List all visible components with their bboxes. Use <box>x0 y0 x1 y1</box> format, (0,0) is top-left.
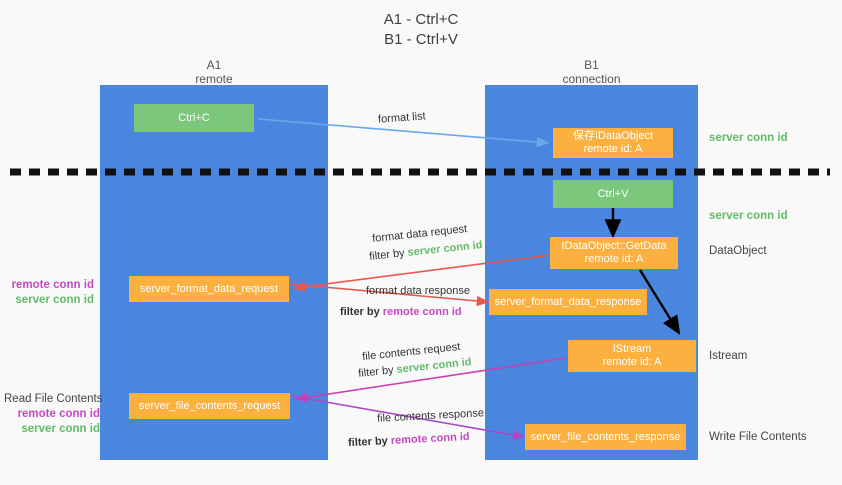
edge-label-format-data-response: format data response <box>366 285 470 297</box>
edge-filter-file-contents-response-prefix: filter by <box>347 434 392 450</box>
edge-filter-format-data-request-prefix: filter by <box>368 246 409 263</box>
right-label-istream: Istream <box>709 350 748 362</box>
edge-filter-file-contents-response-tag: remote conn id <box>390 430 470 447</box>
node-istream[interactable]: IStream remote id: A <box>568 340 696 372</box>
node-server-file-contents-response-label: server_file_contents_response <box>530 430 681 443</box>
right-label-server-conn-id-1: server conn id <box>709 132 788 144</box>
edge-filter-format-data-request-tag: server conn id <box>406 239 484 259</box>
node-server-format-data-request[interactable]: server_format_data_request <box>129 276 289 302</box>
node-ctrl-v-label: Ctrl+V <box>597 187 629 200</box>
node-save-dataobject-line2: remote id: A <box>583 143 643 155</box>
lane-title-a1: A1 remote <box>195 58 233 86</box>
left-label-read-remote-conn-id: remote conn id <box>17 408 100 420</box>
node-server-format-data-response[interactable]: server_format_data_response <box>489 289 647 315</box>
node-getdata[interactable]: IDataObject::GetData remote id: A <box>550 237 678 269</box>
left-label-read-file-contents-block: Read File Contents remote conn id server… <box>4 392 103 437</box>
right-label-server-conn-id-2: server conn id <box>709 210 788 222</box>
edge-filter-format-data-response-prefix: filter by <box>340 306 383 318</box>
edge-label-format-data-response-text: format data response <box>366 285 470 297</box>
node-server-file-contents-request[interactable]: server_file_contents_request <box>129 393 290 419</box>
left-label-format-server-conn-id: server conn id <box>15 294 94 306</box>
edge-filter-format-data-response: filter by remote conn id <box>340 306 462 318</box>
edge-filter-format-data-response-tag: remote conn id <box>382 306 462 318</box>
node-server-format-data-request-label: server_format_data_request <box>139 282 279 295</box>
left-label-format-conn-ids: remote conn id server conn id <box>8 278 94 308</box>
edge-filter-file-contents-request-prefix: filter by <box>357 363 398 380</box>
node-getdata-line1: IDataObject::GetData <box>561 240 667 252</box>
node-server-file-contents-request-label: server_file_contents_request <box>138 399 281 412</box>
lane-title-b1: B1 connection <box>562 58 621 86</box>
node-server-file-contents-response[interactable]: server_file_contents_response <box>525 424 686 450</box>
right-label-dataobject: DataObject <box>709 245 767 257</box>
right-label-write-file-contents: Write File Contents <box>709 431 807 443</box>
node-istream-line2: remote id: A <box>602 356 662 368</box>
node-save-dataobject-line1: 保存IDataObject <box>572 130 654 142</box>
node-ctrl-c-label: Ctrl+C <box>178 111 210 124</box>
edge-filter-file-contents-request-tag: server conn id <box>395 356 473 376</box>
left-label-format-remote-conn-id: remote conn id <box>11 279 94 291</box>
node-getdata-line2: remote id: A <box>584 253 644 265</box>
edge-filter-file-contents-response: filter by remote conn id <box>348 431 470 449</box>
edge-label-file-contents-response: file contents response <box>377 407 484 425</box>
edge-label-file-contents-response-text: file contents response <box>376 407 485 425</box>
node-istream-line1: IStream <box>612 343 652 355</box>
node-server-format-data-response-label: server_format_data_response <box>494 295 642 308</box>
left-label-read-server-conn-id: server conn id <box>21 423 100 435</box>
left-label-read-file-contents-heading: Read File Contents <box>4 393 103 405</box>
node-save-dataobject[interactable]: 保存IDataObject remote id: A <box>553 128 673 158</box>
page-title: A1 - Ctrl+C B1 - Ctrl+V <box>383 11 459 48</box>
node-ctrl-v[interactable]: Ctrl+V <box>553 180 673 208</box>
edge-label-format-list: format list <box>377 110 427 126</box>
node-ctrl-c[interactable]: Ctrl+C <box>134 104 254 132</box>
